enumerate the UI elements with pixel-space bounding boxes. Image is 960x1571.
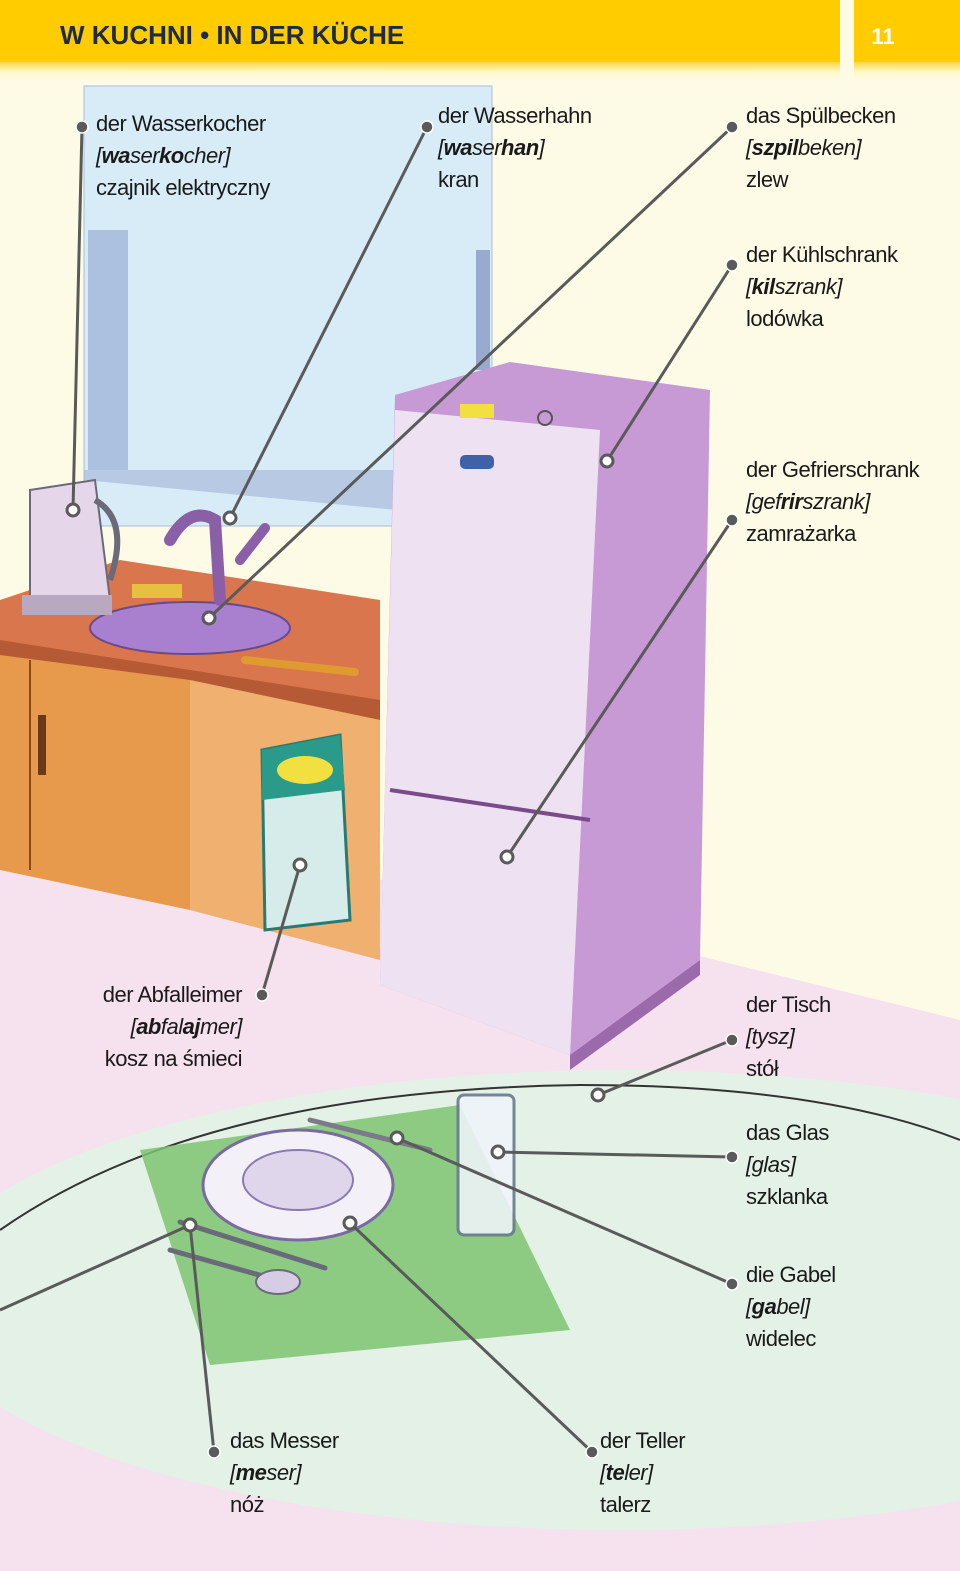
syllable: ser xyxy=(129,143,160,168)
label-spuelbecken: das Spülbecken [szpilbeken] zlew xyxy=(746,100,896,196)
syllable: tysz xyxy=(751,1024,790,1049)
pointer-lines xyxy=(0,125,734,1454)
stressed-syllable: ab xyxy=(136,1014,161,1039)
label-kuehlschrank: der Kühlschrank [kilszrank] lodówka xyxy=(746,239,898,335)
stressed-syllable: ga xyxy=(751,1294,777,1319)
syllable: cher xyxy=(183,143,225,168)
page-number: 11 xyxy=(871,24,895,49)
polish-word: czajnik elektryczny xyxy=(96,175,270,200)
pronunciation: [szpilbeken] xyxy=(746,135,862,160)
label-messer: das Messer [meser] nóż xyxy=(230,1425,339,1521)
german-word: der Wasserkocher xyxy=(96,111,266,136)
stressed-syllable: han xyxy=(501,135,539,160)
german-word: der Kühlschrank xyxy=(746,242,898,267)
polish-word: stół xyxy=(746,1056,779,1081)
polish-word: zlew xyxy=(746,167,789,192)
label-teller: der Teller [teler] talerz xyxy=(600,1425,686,1521)
page-number-bar xyxy=(854,0,960,62)
label-abfalleimer: der Abfalleimer [abfalajmer] kosz na śmi… xyxy=(102,979,243,1075)
german-word: der Abfalleimer xyxy=(102,982,243,1007)
syllable: mer xyxy=(199,1014,237,1039)
label-tisch: der Tisch [tysz] stół xyxy=(746,989,831,1085)
german-word: der Teller xyxy=(600,1428,686,1453)
label-glas: das Glas [glas] szklanka xyxy=(746,1117,829,1213)
label-wasserkocher: der Wasserkocher [waserkocher] czajnik e… xyxy=(96,108,270,204)
polish-word: talerz xyxy=(600,1492,651,1517)
stressed-syllable: szpil xyxy=(751,135,799,160)
stressed-syllable: kil xyxy=(751,274,775,299)
pointer-dots xyxy=(65,120,739,1459)
pronunciation: [waserkocher] xyxy=(96,143,231,168)
polish-word: nóż xyxy=(230,1492,264,1517)
german-word: das Spülbecken xyxy=(746,103,896,128)
syllable: ser xyxy=(471,135,502,160)
pronunciation: [tysz] xyxy=(746,1024,795,1049)
pronunciation: [kilszrank] xyxy=(746,274,843,299)
syllable: ser xyxy=(266,1460,296,1485)
syllable: gef xyxy=(751,489,782,514)
german-word: das Messer xyxy=(230,1428,339,1453)
polish-word: lodówka xyxy=(746,306,824,331)
polish-word: kran xyxy=(438,167,479,192)
polish-word: szklanka xyxy=(746,1184,828,1209)
pronunciation: [meser] xyxy=(230,1460,302,1485)
polish-word: zamrażarka xyxy=(746,521,856,546)
syllable: szrank xyxy=(802,489,865,514)
label-wasserhahn: der Wasserhahn [waserhan] kran xyxy=(438,100,592,196)
german-word: der Gefrierschrank xyxy=(746,457,920,482)
syllable: szrank xyxy=(774,274,837,299)
tap xyxy=(164,509,226,606)
polish-word: widelec xyxy=(746,1326,816,1351)
syllable: bel xyxy=(776,1294,805,1319)
sink xyxy=(89,601,291,655)
german-word: das Glas xyxy=(746,1120,829,1145)
german-word: die Gabel xyxy=(746,1262,836,1287)
cabinet xyxy=(0,655,190,910)
german-word: der Tisch xyxy=(746,992,831,1017)
header-bar xyxy=(0,0,840,62)
pronunciation: [waserhan] xyxy=(438,135,545,160)
syllable: fal xyxy=(160,1014,183,1039)
stressed-syllable: rir xyxy=(780,489,803,514)
stressed-syllable: wa xyxy=(101,143,131,168)
stressed-syllable: me xyxy=(235,1460,267,1485)
label-gefrierschrank: der Gefrierschrank [gefrirszrank] zamraż… xyxy=(746,454,920,550)
pronunciation: [abfalajmer] xyxy=(130,1014,243,1039)
glass-illustration xyxy=(456,1093,516,1237)
stressed-syllable: aj xyxy=(182,1014,201,1039)
pronunciation: [glas] xyxy=(746,1152,796,1177)
page-title: W KUCHNI • IN DER KÜCHE xyxy=(60,20,405,50)
pronunciation: [teler] xyxy=(600,1460,653,1485)
syllable: ler xyxy=(624,1460,648,1485)
polish-word: kosz na śmieci xyxy=(104,1046,243,1071)
page-header: W KUCHNI • IN DER KÜCHE 11 xyxy=(0,0,960,80)
syllable: beken xyxy=(798,135,856,160)
german-word: der Wasserhahn xyxy=(438,103,592,128)
stressed-syllable: wa xyxy=(443,135,473,160)
syllable: glas xyxy=(751,1152,791,1177)
label-gabel: die Gabel [gabel] widelec xyxy=(746,1259,836,1355)
pronunciation: [gabel] xyxy=(746,1294,810,1319)
pronunciation: [gefrirszrank] xyxy=(746,489,870,514)
stressed-syllable: te xyxy=(605,1460,625,1485)
stressed-syllable: ko xyxy=(159,143,184,168)
